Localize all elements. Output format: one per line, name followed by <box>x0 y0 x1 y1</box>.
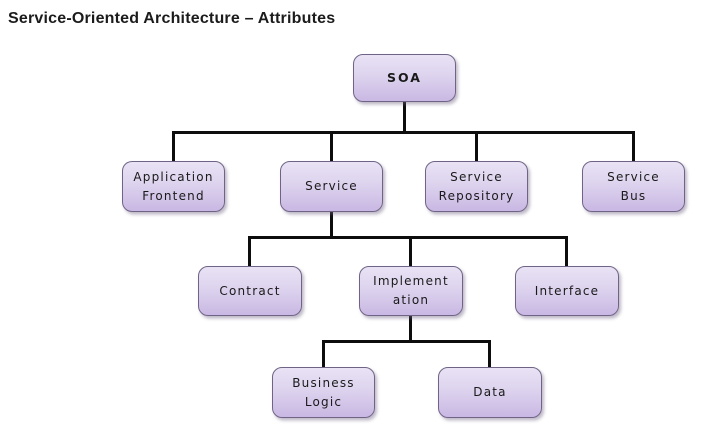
node-contract: Contract <box>198 266 302 316</box>
connector-line <box>248 236 568 239</box>
connector-line <box>632 131 635 162</box>
node-data: Data <box>438 367 542 418</box>
node-service-bus: Service Bus <box>582 161 685 212</box>
node-label: Service <box>305 179 358 194</box>
connector-line <box>330 211 333 239</box>
node-business-logic: Business Logic <box>272 367 375 418</box>
node-interface: Interface <box>515 266 619 316</box>
connector-line <box>403 101 406 134</box>
connector-line <box>409 315 412 343</box>
node-implementation: Implement ation <box>359 266 463 316</box>
page-title: Service-Oriented Architecture – Attribut… <box>8 10 336 27</box>
connector-line <box>475 131 478 162</box>
node-application-frontend: Application Frontend <box>122 161 225 212</box>
connector-line <box>322 340 491 343</box>
connector-line <box>409 236 412 267</box>
connector-line <box>172 131 175 162</box>
connector-line <box>330 131 333 162</box>
connector-line <box>565 236 568 267</box>
node-label: Application Frontend <box>133 169 214 203</box>
connector-line <box>488 340 491 368</box>
node-label: SOA <box>387 70 422 86</box>
connector-line <box>172 131 635 134</box>
connector-line <box>322 340 325 368</box>
node-service-repository: Service Repository <box>425 161 528 212</box>
connector-line <box>248 236 251 267</box>
node-label: Business Logic <box>292 375 355 409</box>
node-soa: SOA <box>353 54 456 102</box>
node-service: Service <box>280 161 383 212</box>
node-label: Service Repository <box>438 169 515 203</box>
node-label: Data <box>473 385 507 400</box>
node-label: Service Bus <box>607 169 660 203</box>
node-label: Implement ation <box>373 274 449 307</box>
node-label: Contract <box>219 283 281 298</box>
node-label: Interface <box>534 283 600 298</box>
